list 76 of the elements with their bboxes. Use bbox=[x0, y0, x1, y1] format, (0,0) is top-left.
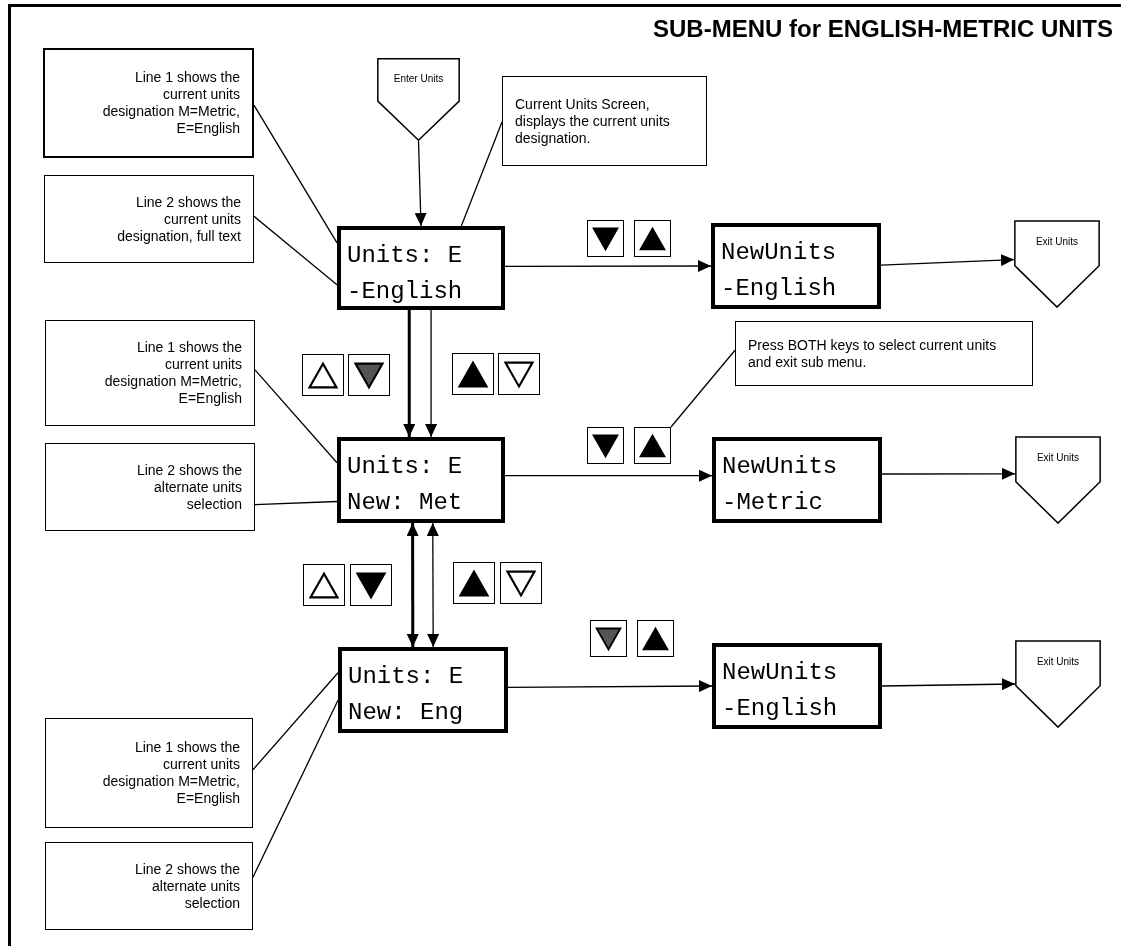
callout-text: Line 1 shows the current units designation M=Metric, E=English bbox=[103, 339, 242, 407]
lcd-display-box bbox=[338, 647, 508, 733]
connector-label: Enter Units bbox=[392, 72, 445, 85]
lcd-display-box bbox=[337, 437, 505, 523]
diagram-title: SUB-MENU for ENGLISH-METRIC UNITS bbox=[653, 14, 1113, 44]
callout-text: Line 1 shows the current units designation M=Metric, E=English bbox=[101, 739, 240, 807]
up-arrow-key-icon bbox=[453, 562, 495, 604]
pentagon-connector bbox=[1015, 436, 1101, 524]
down-arrow-key-icon bbox=[348, 354, 390, 396]
display-text: -English bbox=[722, 694, 839, 724]
callout-text: Press BOTH keys to select current units and exit sub menu. bbox=[748, 336, 998, 371]
leader-line bbox=[254, 369, 338, 464]
callout-box bbox=[45, 842, 253, 930]
display-text: NewUnits bbox=[721, 238, 838, 268]
callout-text: Line 1 shows the current units designation M=Metric, E=English bbox=[101, 69, 240, 137]
up-arrow-key-icon bbox=[634, 220, 671, 257]
callout-text: Line 2 shows the alternate units selection bbox=[133, 860, 240, 912]
display-text: New: Met bbox=[347, 488, 464, 518]
arrow bbox=[881, 467, 1016, 480]
callout-box bbox=[45, 320, 255, 426]
callout-box bbox=[45, 718, 253, 828]
callout-box bbox=[735, 321, 1033, 386]
leader-line bbox=[252, 699, 339, 878]
arrow bbox=[504, 469, 713, 482]
display-text: Units: E bbox=[347, 452, 464, 482]
callout-text: Line 2 shows the current units designation, full text bbox=[116, 193, 241, 245]
down-arrow-key-icon bbox=[590, 620, 627, 657]
display-text: -English bbox=[721, 274, 838, 304]
display-text: New: Eng bbox=[348, 698, 465, 728]
lcd-display-box bbox=[712, 437, 882, 523]
up-arrow-key-icon bbox=[452, 353, 494, 395]
up-arrow-key-icon bbox=[637, 620, 674, 657]
lcd-display-box bbox=[337, 226, 505, 310]
arrow bbox=[881, 678, 1016, 691]
connector-label: Exit Units bbox=[1035, 655, 1081, 668]
display-text: Units: E bbox=[347, 241, 464, 271]
display-text: -Metric bbox=[722, 488, 824, 518]
lcd-display-box bbox=[711, 223, 881, 309]
up-arrow-key-icon bbox=[302, 354, 344, 396]
arrow bbox=[426, 522, 440, 648]
up-arrow-key-icon bbox=[303, 564, 345, 606]
down-arrow-key-icon bbox=[587, 427, 624, 464]
connector-label: Exit Units bbox=[1034, 235, 1080, 248]
display-text: NewUnits bbox=[722, 658, 839, 688]
arrow bbox=[414, 140, 427, 227]
down-arrow-key-icon bbox=[587, 220, 624, 257]
up-arrow-key-icon bbox=[634, 427, 671, 464]
callout-text: Current Units Screen, displays the current units designation. bbox=[515, 95, 671, 147]
connector-label: Exit Units bbox=[1035, 451, 1081, 464]
display-text: -English bbox=[347, 277, 464, 307]
down-arrow-key-icon bbox=[500, 562, 542, 604]
pentagon-connector bbox=[1014, 220, 1100, 308]
arrow bbox=[403, 310, 416, 437]
display-text: Units: E bbox=[348, 662, 465, 692]
arrow bbox=[504, 260, 712, 272]
down-arrow-key-icon bbox=[350, 564, 392, 606]
leader-line bbox=[253, 215, 338, 286]
arrow bbox=[507, 680, 713, 693]
callout-box bbox=[44, 175, 254, 263]
leader-line bbox=[253, 104, 338, 244]
callout-box bbox=[502, 76, 707, 166]
arrow bbox=[880, 254, 1015, 267]
callout-text: Line 2 shows the alternate units selection bbox=[135, 461, 242, 513]
callout-box bbox=[43, 48, 254, 158]
lcd-display-box bbox=[712, 643, 882, 729]
arrow bbox=[425, 309, 438, 438]
callout-box bbox=[45, 443, 255, 531]
leader-line bbox=[252, 672, 339, 771]
display-text: NewUnits bbox=[722, 452, 839, 482]
arrow bbox=[406, 523, 419, 647]
leader-line bbox=[670, 349, 736, 428]
leader-line bbox=[460, 121, 503, 227]
pentagon-connector bbox=[377, 58, 460, 141]
pentagon-connector bbox=[1015, 640, 1101, 728]
down-arrow-key-icon bbox=[498, 353, 540, 395]
leader-line bbox=[254, 500, 338, 506]
